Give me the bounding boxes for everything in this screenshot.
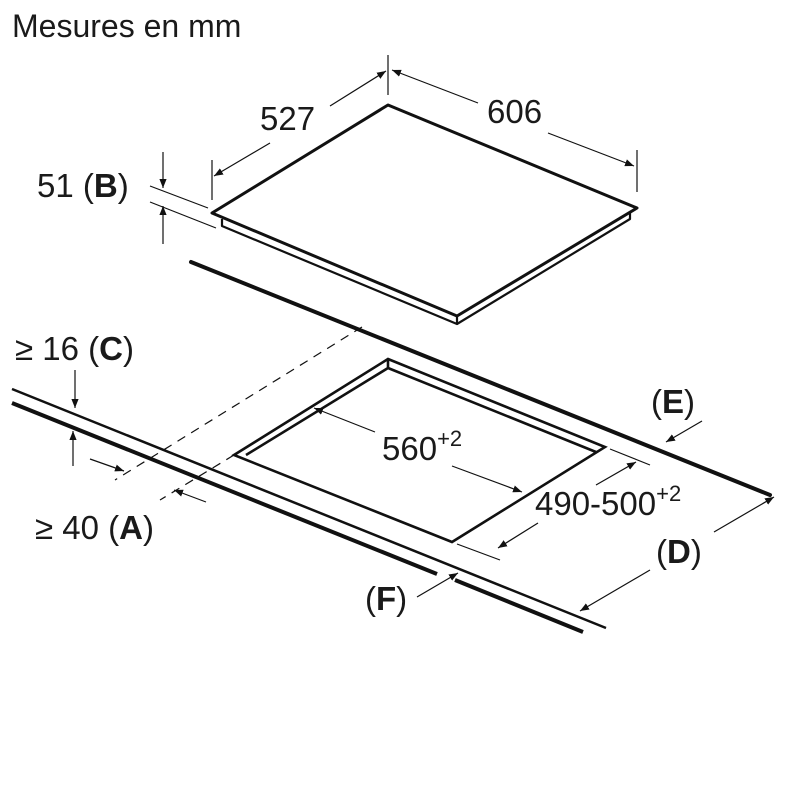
letter-A: A: [119, 509, 144, 546]
letter-F: F: [376, 580, 397, 617]
label-D: (D): [656, 533, 702, 570]
label-F: (F): [365, 580, 408, 617]
dim-490-500: [456, 448, 651, 561]
dim-F: [416, 572, 459, 598]
value-16: ≥ 16: [15, 330, 79, 367]
label-527: 527: [260, 102, 315, 135]
worktop-front-edges: [11, 387, 607, 634]
letter-E: E: [662, 383, 685, 420]
value-51: 51: [37, 167, 74, 204]
cutout-outline: [231, 357, 608, 544]
label-51-B: 51 (B): [37, 167, 129, 204]
worktop-back-edge: [189, 260, 772, 497]
letter-B: B: [93, 167, 118, 204]
value-490-500: 490-500: [535, 485, 657, 522]
dim-606: [391, 69, 638, 192]
dim-40-A: [89, 458, 207, 503]
label-40-A: ≥ 40 (A): [35, 509, 155, 546]
value-40: ≥ 40: [35, 509, 99, 546]
dim-D: [579, 496, 775, 612]
dim-16-C: [69, 370, 79, 466]
label-606: 606: [487, 95, 542, 128]
label-560: 560+2: [382, 428, 462, 467]
dim-527: [211, 55, 389, 200]
tolerance-490-500: +2: [656, 481, 682, 506]
label-E: (E): [651, 383, 696, 420]
diagram-title: Mesures en mm: [12, 8, 242, 44]
tolerance-560: +2: [437, 426, 463, 451]
letter-D: D: [667, 533, 691, 570]
value-560: 560: [382, 430, 438, 467]
value-606: 606: [487, 93, 543, 130]
label-16-C: ≥ 16 (C): [15, 330, 135, 367]
dim-560: [313, 407, 523, 493]
dim-51-B: [149, 152, 217, 244]
label-490-500: 490-500+2: [535, 483, 681, 522]
letter-C: C: [99, 330, 124, 367]
dashed-centerline: [114, 326, 363, 501]
value-527: 527: [260, 100, 316, 137]
hob-outline: [210, 103, 639, 326]
dim-E: [665, 420, 703, 443]
